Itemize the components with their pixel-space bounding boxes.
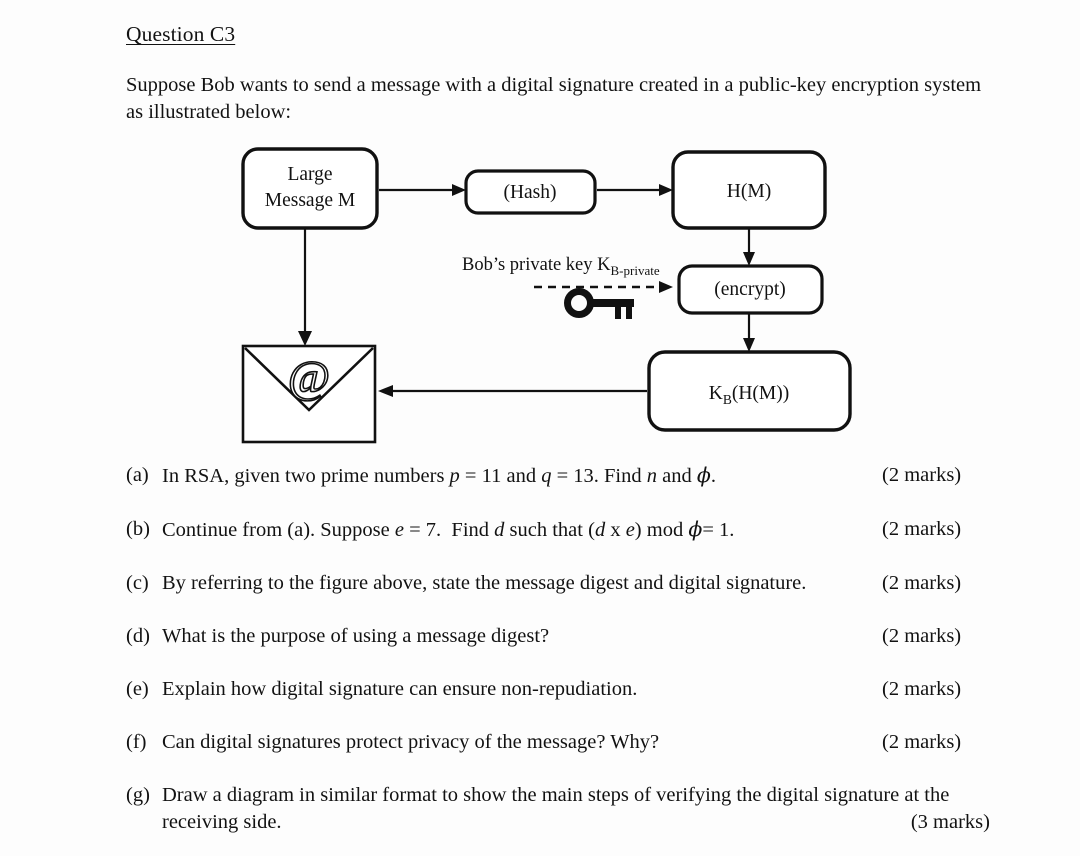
question-tag: (a) (126, 464, 149, 486)
question-tag: (d) (126, 625, 150, 647)
node-digital-signature: KB(H(M)) (647, 350, 852, 432)
question-item-e: (e) Explain how digital signature can en… (126, 676, 990, 703)
question-list: (a) In RSA, given two prime numbers p = … (126, 462, 990, 862)
arrow-digest-to-encrypt (743, 229, 755, 266)
question-marks: (2 marks) (882, 625, 962, 647)
arrow-key-to-encrypt (534, 281, 673, 293)
question-marks: (2 marks) (882, 572, 962, 594)
question-marks: (2 marks) (882, 731, 962, 753)
question-item-a: (a) In RSA, given two prime numbers p = … (126, 462, 990, 490)
question-text: By referring to the figure above, state … (162, 572, 807, 594)
question-tag: (c) (126, 572, 149, 594)
question-text: Can digital signatures protect privacy o… (162, 731, 660, 753)
question-tag: (g) (126, 784, 150, 806)
node-large-message-line2: Message M (265, 190, 355, 211)
private-key-label: Bob’s private key KB-private (462, 255, 660, 278)
question-text: What is the purpose of using a message d… (162, 625, 550, 647)
arrow-hash-to-digest (597, 184, 673, 196)
question-text: Draw a diagram in similar format to show… (162, 784, 950, 833)
question-item-b: (b) Continue from (a). Suppose e = 7. Fi… (126, 516, 990, 544)
node-encrypt-label: (encrypt) (714, 279, 785, 300)
intro-paragraph: Suppose Bob wants to send a message with… (126, 74, 982, 123)
node-message-digest-label: H(M) (727, 181, 771, 202)
digital-signature-diagram: Large Message M (Hash) H(M) (encrypt) (0, 130, 1080, 460)
page-title: Question C3 (126, 22, 236, 46)
arrow-message-to-hash (379, 184, 466, 196)
question-tag: (b) (126, 518, 150, 540)
envelope-icon: @ (241, 344, 377, 444)
node-digital-signature-label: KB(H(M)) (709, 383, 790, 407)
arrow-message-to-envelope (298, 229, 312, 346)
question-item-g: (g) Draw a diagram in similar format to … (126, 782, 990, 836)
arrow-signature-to-envelope (378, 385, 647, 397)
question-text: In RSA, given two prime numbers p = 11 a… (162, 463, 716, 487)
arrow-encrypt-to-signature (743, 314, 755, 352)
question-item-d: (d) What is the purpose of using a messa… (126, 623, 990, 650)
question-item-f: (f) Can digital signatures protect priva… (126, 729, 990, 756)
question-item-c: (c) By referring to the figure above, st… (126, 570, 990, 597)
question-tag: (e) (126, 678, 149, 700)
question-tag: (f) (126, 731, 147, 753)
question-text: Explain how digital signature can ensure… (162, 678, 638, 700)
question-text: Continue from (a). Suppose e = 7. Find d… (162, 517, 735, 541)
node-encrypt: (encrypt) (677, 264, 824, 315)
node-message-digest: H(M) (671, 150, 827, 230)
question-marks: (2 marks) (882, 678, 962, 700)
node-hash: (Hash) (464, 169, 597, 215)
node-hash-label: (Hash) (503, 182, 556, 203)
envelope-at-glyph: @ (288, 351, 330, 402)
question-marks: (2 marks) (882, 464, 962, 486)
question-marks: (2 marks) (882, 518, 962, 540)
node-large-message: Large Message M (241, 147, 379, 230)
node-large-message-line1: Large (287, 164, 332, 185)
key-icon (564, 288, 634, 319)
question-marks: (3 marks) (910, 811, 990, 833)
